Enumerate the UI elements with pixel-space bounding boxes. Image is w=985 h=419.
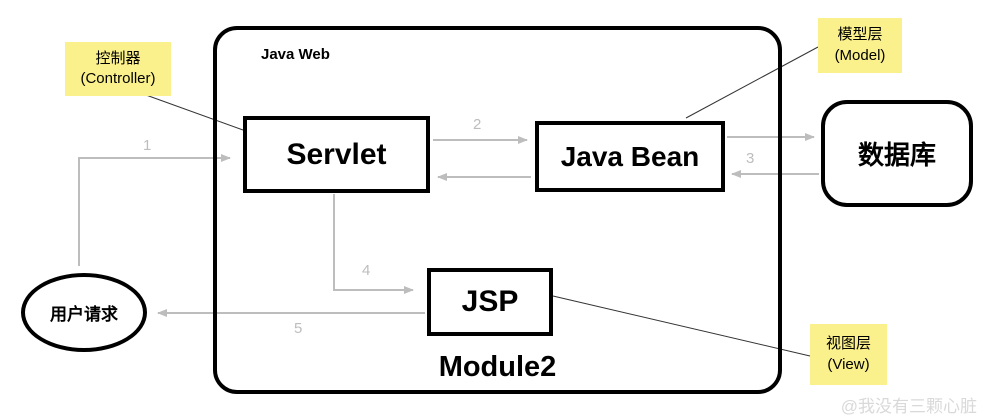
servlet-node: Servlet <box>243 116 430 193</box>
arrow-step4 <box>333 194 414 294</box>
model-annotation: 模型层 (Model) <box>818 18 902 73</box>
java-bean-node-label: Java Bean <box>560 140 700 172</box>
pointer-jsp-to-view <box>552 295 811 357</box>
controller-annotation-en: (Controller) <box>80 70 156 87</box>
flow-step-3: 3 <box>746 150 755 167</box>
pointer-controller-to-servlet <box>145 94 244 131</box>
servlet-node-label: Servlet <box>286 137 387 171</box>
flow-step-5: 5 <box>294 320 303 337</box>
user-request-node: 用户请求 <box>21 273 147 352</box>
view-annotation: 视图层 (View) <box>810 324 887 385</box>
model-annotation-cn: 模型层 <box>837 26 883 44</box>
java-bean-node: Java Bean <box>535 121 725 192</box>
flow-step-2: 2 <box>473 116 482 133</box>
database-node-label: 数据库 <box>857 140 936 170</box>
view-annotation-cn: 视图层 <box>825 335 871 353</box>
watermark: @我没有三颗心脏 <box>840 397 977 416</box>
pointer-model-to-javabean <box>685 46 819 119</box>
user-request-node-label: 用户请求 <box>50 305 118 324</box>
arrow-step1 <box>78 154 231 266</box>
flow-step-4: 4 <box>362 262 371 279</box>
controller-annotation: 控制器 (Controller) <box>65 42 171 96</box>
jsp-node-label: JSP <box>461 285 519 318</box>
controller-annotation-cn: 控制器 <box>95 49 141 67</box>
database-node: 数据库 <box>821 100 973 207</box>
model-annotation-en: (Model) <box>834 46 886 64</box>
flow-step-1: 1 <box>143 137 152 154</box>
jsp-node: JSP <box>427 268 553 336</box>
view-annotation-en: (View) <box>827 355 870 373</box>
